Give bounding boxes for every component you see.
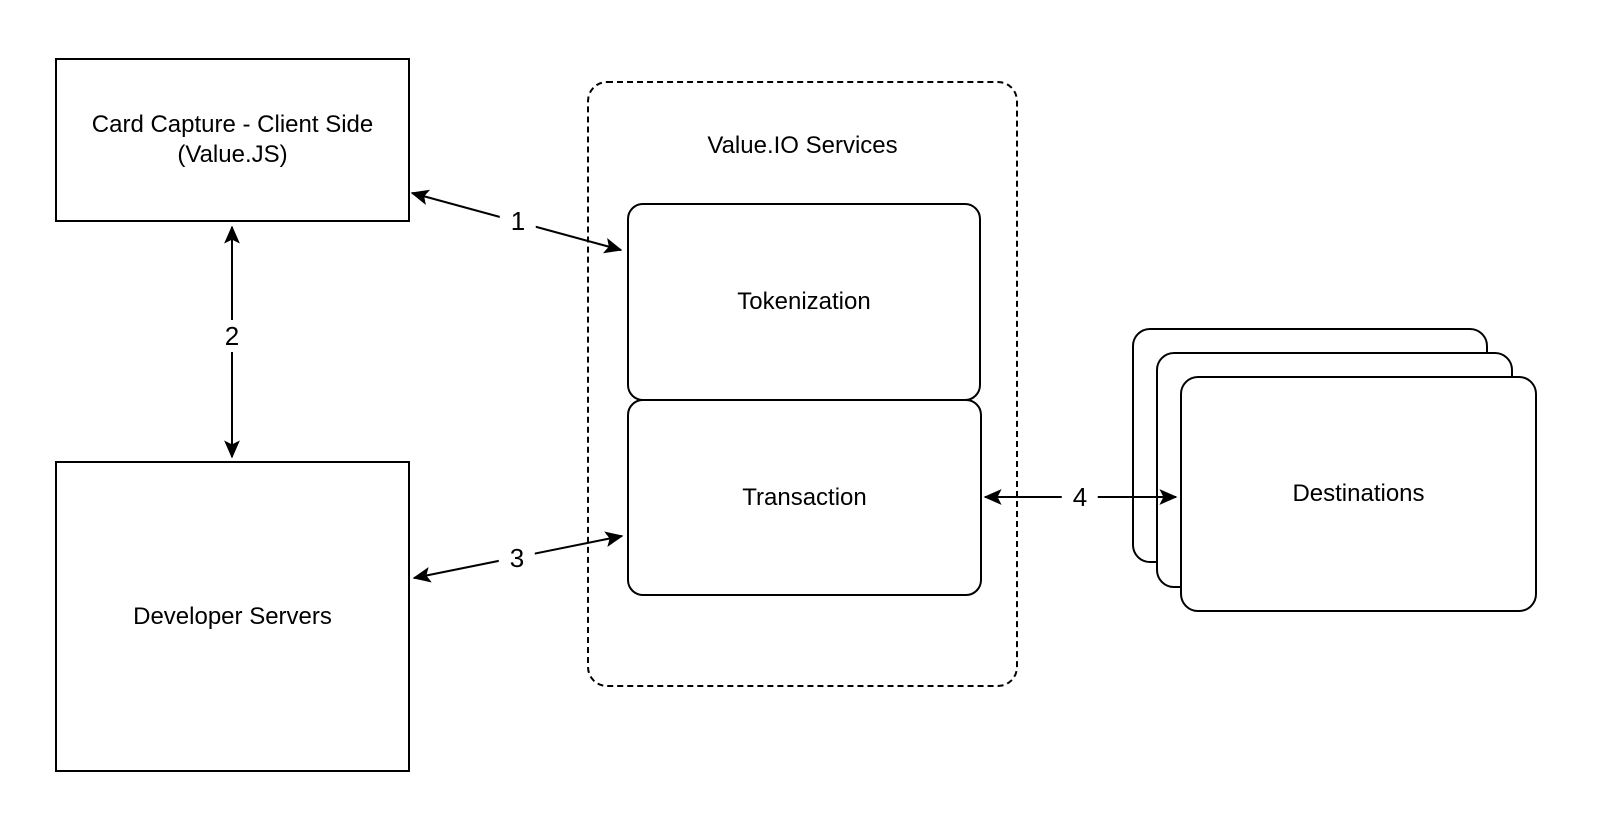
arrow-2-label: 2 [213, 320, 251, 352]
node-tokenization-label: Tokenization [737, 288, 871, 315]
node-card-capture-label-line1: Card Capture - Client Side [91, 111, 374, 138]
arrow-3-label: 3 [498, 542, 536, 574]
node-transaction-label: Transaction [742, 483, 867, 511]
node-tokenization: Tokenization [627, 203, 981, 401]
node-card-capture-label-line2: (Value.JS) [177, 141, 288, 168]
node-card-capture-label: Card Capture - Client Side (Value.JS) [92, 110, 373, 170]
node-card-capture: Card Capture - Client Side (Value.JS) [55, 58, 410, 222]
node-transaction: Transaction [627, 399, 982, 596]
group-valueio-services-title: Value.IO Services [707, 132, 898, 159]
arrow-1-label: 1 [499, 205, 537, 237]
group-valueio-services [587, 81, 1018, 687]
node-destinations-label: Destinations [1292, 480, 1425, 507]
node-developer-servers-label: Developer Servers [133, 602, 332, 630]
node-developer-servers: Developer Servers [55, 461, 410, 772]
arrow-4-label: 4 [1061, 481, 1099, 513]
node-destinations-card-front: Destinations [1180, 376, 1537, 612]
